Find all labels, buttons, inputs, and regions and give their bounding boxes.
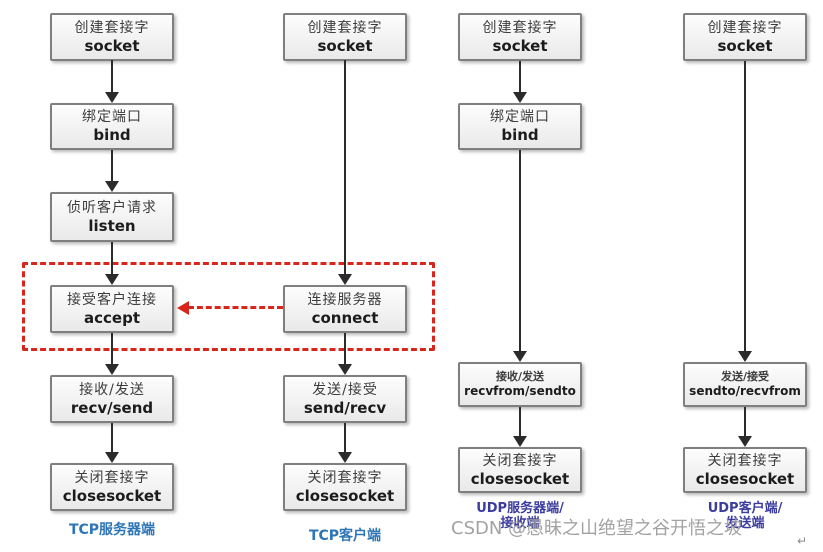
box-label-en: bind xyxy=(501,126,539,144)
tcp-server-socket-box: 创建套接字 socket xyxy=(50,13,174,61)
udp-client-closesocket-box: 关闭套接字 closesocket xyxy=(683,447,807,493)
box-label-zh: 接受客户连接 xyxy=(67,291,157,308)
tcp-client-connect-box: 连接服务器 connect xyxy=(283,285,407,333)
udp-server-label-line1: UDP服务器端/ xyxy=(476,501,564,516)
box-label-zh: 创建套接字 xyxy=(707,19,783,36)
box-label-en: send/recv xyxy=(303,398,387,417)
flow-arrow xyxy=(105,423,119,463)
udp-server-socket-box: 创建套接字 socket xyxy=(458,13,582,61)
return-mark: ↵ xyxy=(797,534,808,548)
box-label-en: closesocket xyxy=(295,486,395,505)
udp-server-recvfrom-sendto-box: 接收/发送 recvfrom/sendto xyxy=(458,362,582,407)
flow-arrow xyxy=(738,407,752,447)
flow-arrow xyxy=(338,333,352,375)
udp-client-label-line1: UDP客户端/ xyxy=(707,501,783,516)
tcp-server-recv-send-box: 接收/发送 recv/send xyxy=(50,375,174,423)
accept-connect-highlight-rect xyxy=(22,262,435,351)
box-label-en: recv/send xyxy=(70,398,154,417)
box-label-zh: 绑定端口 xyxy=(490,109,550,125)
flow-arrow xyxy=(105,60,119,103)
tcp-server-accept-box: 接受客户连接 accept xyxy=(50,285,174,333)
box-label-zh: 关闭套接字 xyxy=(707,452,783,469)
tcp-server-closesocket-box: 关闭套接字 closesocket xyxy=(50,463,174,511)
box-label-en: socket xyxy=(717,36,773,55)
box-label-en: accept xyxy=(84,308,140,327)
box-label-zh: 关闭套接字 xyxy=(74,469,150,486)
box-label-zh: 接收/发送 xyxy=(495,370,545,383)
box-label-en: sendto/recvfrom xyxy=(689,384,801,398)
box-label-en: closesocket xyxy=(62,486,162,505)
flow-arrow xyxy=(105,333,119,375)
box-label-en: recvfrom/sendto xyxy=(464,384,576,398)
flow-arrow xyxy=(105,242,119,285)
box-label-zh: 创建套接字 xyxy=(74,19,150,36)
flow-arrow xyxy=(513,61,527,103)
box-label-zh: 侦听客户请求 xyxy=(67,199,157,216)
box-label-zh: 发送/接受 xyxy=(312,381,378,398)
tcp-client-column-label: TCP客户端 xyxy=(308,528,382,544)
box-label-en: socket xyxy=(84,36,140,55)
box-label-en: socket xyxy=(317,36,373,55)
box-label-en: closesocket xyxy=(470,469,570,488)
flow-arrow xyxy=(513,407,527,447)
box-label-zh: 连接服务器 xyxy=(307,291,383,308)
udp-server-closesocket-box: 关闭套接字 closesocket xyxy=(458,447,582,493)
box-label-en: connect xyxy=(311,308,379,327)
flow-arrow xyxy=(738,61,752,362)
box-label-en: socket xyxy=(492,36,548,55)
box-label-zh: 创建套接字 xyxy=(307,19,383,36)
box-label-zh: 关闭套接字 xyxy=(307,469,383,486)
udp-client-column-label: UDP客户端/ 发送端 xyxy=(683,501,807,531)
box-label-en: listen xyxy=(88,216,136,235)
box-label-zh: 绑定端口 xyxy=(82,109,142,125)
tcp-client-closesocket-box: 关闭套接字 closesocket xyxy=(283,463,407,511)
udp-server-bind-box: 绑定端口 bind xyxy=(458,103,582,150)
box-label-en: closesocket xyxy=(695,469,795,488)
connect-to-accept-arrow xyxy=(177,301,283,315)
box-label-zh: 关闭套接字 xyxy=(482,452,558,469)
box-label-zh: 接收/发送 xyxy=(79,381,145,398)
tcp-client-send-recv-box: 发送/接受 send/recv xyxy=(283,375,407,423)
flow-arrow xyxy=(338,423,352,463)
flow-arrow xyxy=(338,60,352,285)
udp-server-label-line2: 接收端 xyxy=(500,516,540,531)
box-label-en: bind xyxy=(93,126,131,144)
box-label-zh: 发送/接受 xyxy=(720,370,770,383)
flow-arrow xyxy=(105,150,119,192)
flow-arrow xyxy=(513,150,527,362)
udp-client-label-line2: 发送端 xyxy=(725,516,765,531)
tcp-server-column-label: TCP服务器端 xyxy=(68,522,156,538)
udp-server-column-label: UDP服务器端/ 接收端 xyxy=(458,501,582,531)
csdn-watermark: CSDN @愚昧之山绝望之谷开悟之坡 xyxy=(451,518,743,539)
udp-client-sendto-recvfrom-box: 发送/接受 sendto/recvfrom xyxy=(683,362,807,407)
udp-client-socket-box: 创建套接字 socket xyxy=(683,13,807,61)
tcp-server-bind-box: 绑定端口 bind xyxy=(50,103,174,150)
tcp-client-socket-box: 创建套接字 socket xyxy=(283,13,407,61)
box-label-zh: 创建套接字 xyxy=(482,19,558,36)
tcp-server-listen-box: 侦听客户请求 listen xyxy=(50,192,174,242)
